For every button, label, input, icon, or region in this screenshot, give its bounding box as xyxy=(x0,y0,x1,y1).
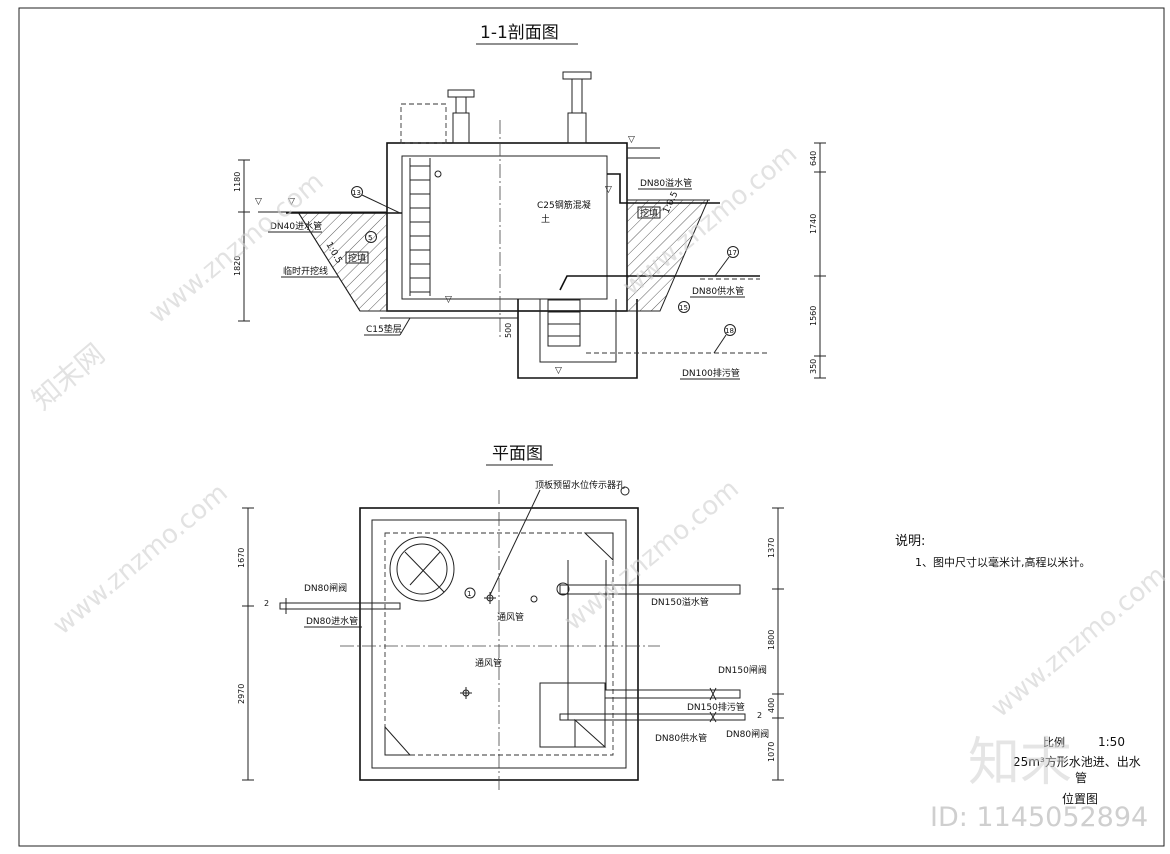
label-dn40-inlet: DN40进水管 xyxy=(270,220,322,232)
pipe-dn80-inlet-plan xyxy=(279,598,401,614)
vent-pipe-left xyxy=(447,89,475,144)
svg-text:18: 18 xyxy=(725,327,734,335)
caption-line-3: 位置图 xyxy=(1062,791,1098,806)
vent-icon-top xyxy=(484,592,496,604)
pipe-dn150-drain-plan xyxy=(604,687,741,701)
vent-icon-mid xyxy=(460,687,472,699)
label-dn80-inlet: DN80进水管 xyxy=(306,615,358,627)
svg-text:1: 1 xyxy=(467,590,471,598)
svg-text:13: 13 xyxy=(352,189,361,197)
balloon-18: 18 xyxy=(713,324,736,354)
label-vent-mid: 通风管 xyxy=(475,657,502,669)
drawing-caption: 比例 1:50 25m³方形水池进、出水 管 位置图 xyxy=(1013,735,1141,806)
svg-text:▽: ▽ xyxy=(255,197,262,207)
plan-dims-right: 1370 1800 400 1070 xyxy=(767,507,784,781)
caption-line-1: 25m³方形水池进、出水 xyxy=(1013,754,1141,769)
svg-text:350: 350 xyxy=(809,359,818,374)
balloon-5: 5 xyxy=(365,231,377,243)
pipe-dn80-supply-plan xyxy=(559,711,746,723)
ladder xyxy=(409,158,442,296)
plan-view: 平面图 xyxy=(237,444,784,790)
svg-text:400: 400 xyxy=(767,698,776,713)
label-c25: C25钢筋混凝 xyxy=(537,199,591,211)
pipe-dn80-supply xyxy=(559,275,760,291)
caption-scale-label: 比例 xyxy=(1043,735,1065,749)
watermark-brand: 知末网 xyxy=(26,337,112,416)
svg-text:▽: ▽ xyxy=(288,197,295,207)
tank-outer-wall xyxy=(386,142,628,312)
label-cut-right: 2 xyxy=(757,711,762,720)
svg-text:1820: 1820 xyxy=(233,256,242,276)
section-title: 1-1剖面图 xyxy=(480,23,559,43)
label-top-hole: 顶板预留水位传示器孔 xyxy=(535,479,625,491)
label-dn150-overflow: DN150溢水管 xyxy=(651,596,709,608)
svg-text:2970: 2970 xyxy=(237,684,246,704)
section-dims-left: 1180 1820 xyxy=(233,159,250,322)
svg-text:▽: ▽ xyxy=(605,185,612,195)
label-vent-top: 通风管 xyxy=(497,611,524,623)
manhole-plan xyxy=(389,536,455,602)
svg-text:1370: 1370 xyxy=(767,538,776,558)
svg-text:▽: ▽ xyxy=(555,366,562,376)
sump-pit xyxy=(517,299,638,379)
label-backfill-left: 挖填 xyxy=(348,252,366,264)
label-dn80-supply: DN80供水管 xyxy=(692,285,744,297)
balloon-1-plan: 1 xyxy=(464,587,476,599)
svg-text:▽: ▽ xyxy=(445,295,452,305)
svg-text:5: 5 xyxy=(368,234,372,242)
watermark-site-3: www.znzmo.com xyxy=(47,478,233,641)
plan-title: 平面图 xyxy=(492,444,543,464)
caption-line-2: 管 xyxy=(1075,770,1087,785)
label-dn80-supply-plan: DN80供水管 xyxy=(655,732,707,744)
svg-text:1800: 1800 xyxy=(767,630,776,650)
label-cut-left: 2 xyxy=(264,599,269,608)
svg-text:640: 640 xyxy=(809,151,818,166)
label-c15: C15垫层 xyxy=(366,323,402,335)
label-c25b: 土 xyxy=(541,213,550,225)
notes-item-1: 1、图中尺寸以毫米计,高程以米计。 xyxy=(915,555,1091,569)
label-temp-dig: 临时开挖线 xyxy=(283,265,328,277)
svg-text:1740: 1740 xyxy=(809,214,818,234)
balloon-17: 17 xyxy=(714,246,739,277)
svg-text:1180: 1180 xyxy=(233,172,242,192)
svg-text:17: 17 xyxy=(728,249,737,257)
section-dims-right: 640 1740 1560 350 xyxy=(809,142,826,379)
watermark-site-4: www.znzmo.com xyxy=(559,474,745,637)
pipe-dn80-overflow xyxy=(607,173,720,204)
caption-scale-value: 1:50 xyxy=(1098,735,1125,749)
watermark-site-5: www.znzmo.com xyxy=(985,560,1170,723)
plan-dims-left: 1670 2970 xyxy=(237,507,254,781)
manhole-riser xyxy=(400,103,447,144)
vent-pipe-right xyxy=(562,71,592,144)
pipe-dn150-overflow-plan xyxy=(556,582,741,596)
label-dn80-valve-left: DN80闸阀 xyxy=(304,583,347,594)
notes-heading: 说明: xyxy=(895,534,925,549)
balloon-13: 13 xyxy=(351,186,401,214)
svg-text:1670: 1670 xyxy=(237,548,246,568)
label-dn150-drain: DN150排污管 xyxy=(687,701,745,713)
label-dn80-overflow: DN80溢水管 xyxy=(640,177,692,189)
watermark-id: ID: 1145052894 xyxy=(930,802,1148,833)
label-dn80-valve-right: DN80闸阀 xyxy=(726,729,769,740)
label-dn150-valve: DN150闸阀 xyxy=(718,665,767,676)
section-view: 1-1剖面图 xyxy=(233,23,826,380)
tank-inner-wall xyxy=(401,155,608,300)
balloon-15: 15 xyxy=(678,301,690,313)
label-backfill-right: 挖填 xyxy=(640,207,658,219)
svg-text:1070: 1070 xyxy=(767,742,776,762)
section-dim-bottom: 500 xyxy=(504,323,513,338)
watermark-logo: 知末 xyxy=(968,733,1072,793)
vent-icon-right xyxy=(530,595,538,603)
svg-text:1560: 1560 xyxy=(809,306,818,326)
svg-text:15: 15 xyxy=(679,304,688,312)
label-dn100-drain: DN100排污管 xyxy=(682,367,740,379)
svg-text:▽: ▽ xyxy=(628,135,635,145)
drawing-border xyxy=(18,7,1165,847)
